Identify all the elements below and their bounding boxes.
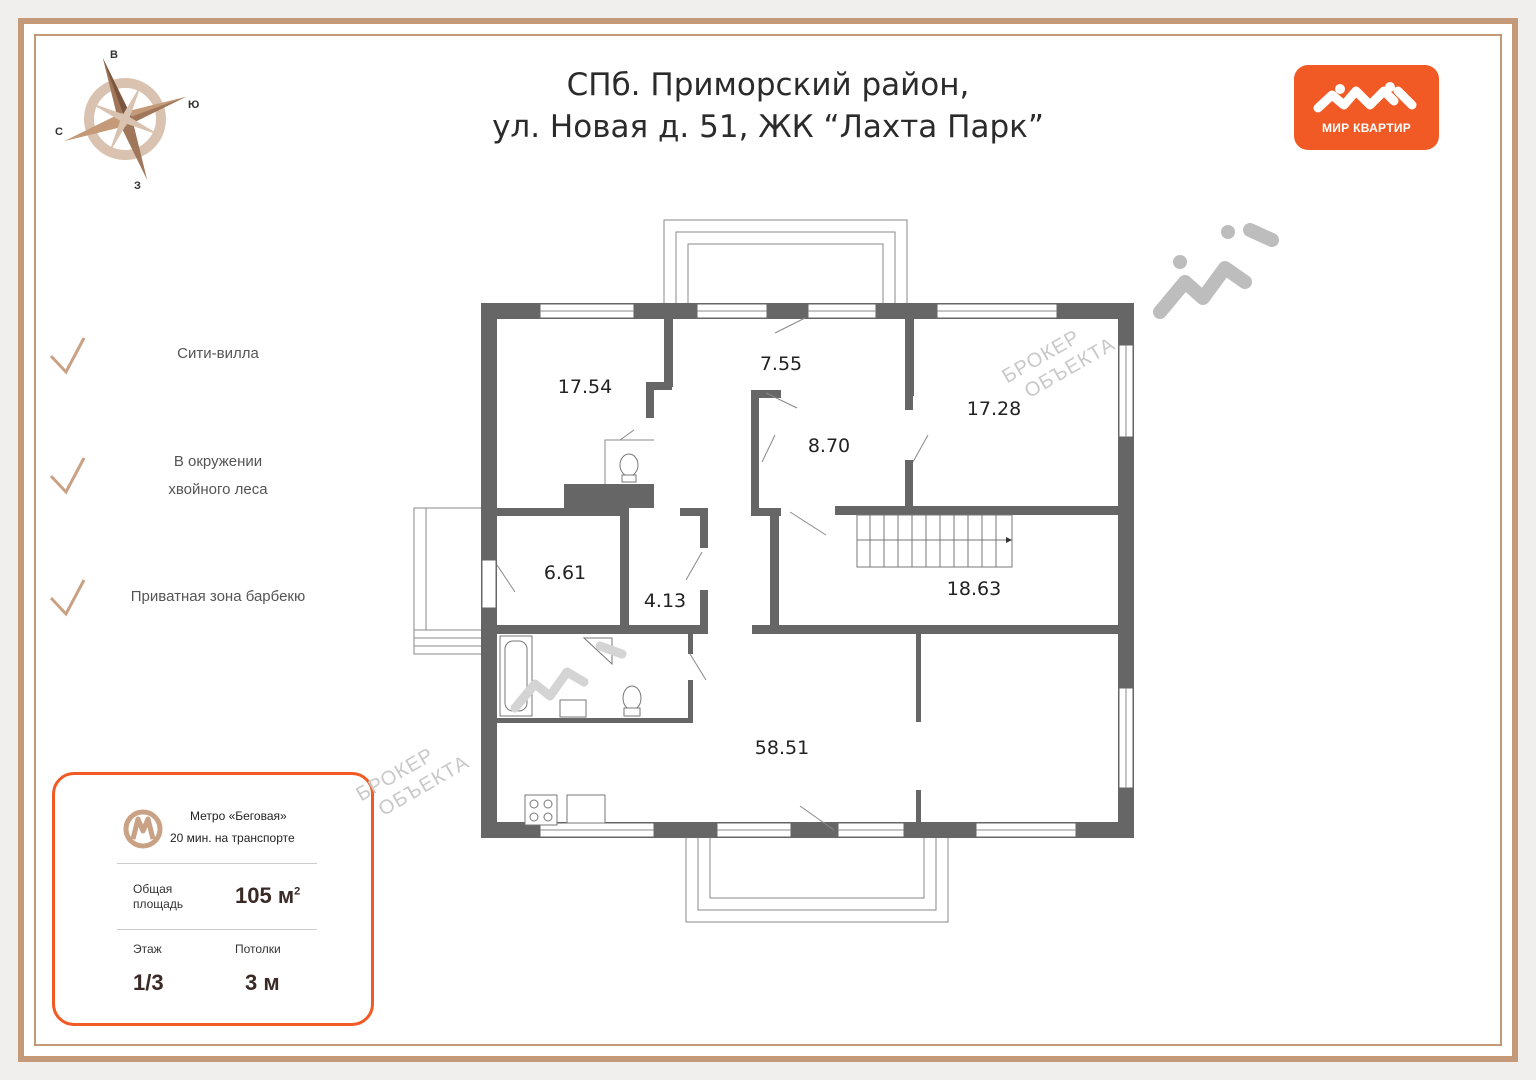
floor-value: 1/3 [133,970,164,995]
ceiling-value: 3 м [245,970,280,995]
area-label: Общая площадь [133,882,184,911]
room-area-label: 7.55 [759,353,803,375]
room-area-label: 17.28 [966,398,1022,420]
compass-rose: В Ю З С [50,44,220,194]
feature-text: хвойного леса [168,481,268,498]
metro-name: Метро «Беговая» [190,809,287,823]
floor-label: Этаж [133,942,162,956]
frame-border-line [34,34,1502,1046]
brand-logo: МИР КВАРТИР [1294,65,1439,150]
divider [117,929,317,930]
title-line-1: СПб. Приморский район, [566,67,970,103]
area-value: 105 м2 [235,883,301,908]
title-line-2: ул. Новая д. 51, ЖК “Лахта Парк” [492,109,1044,145]
divider [117,863,317,864]
checkmark-icon [49,579,86,617]
page-title: СПб. Приморский район, ул. Новая д. 51, … [468,64,1068,148]
logo-mark-icon [1313,82,1417,113]
room-area-label: 17.54 [557,376,613,398]
room-area-label: 8.70 [807,435,851,457]
info-card: Метро «Беговая» 20 мин. на транспорте Об… [52,772,374,1026]
room-area-label: 58.51 [754,737,810,759]
ceiling-label: Потолки [235,942,281,956]
room-area-label: 4.13 [643,590,687,612]
feature-text: Приватная зона барбекю [130,588,306,605]
feature-text: В окружении [173,453,263,470]
compass-icon [63,57,187,181]
feature-text: Сити-вилла [177,345,259,362]
metro-time: 20 мин. на транспорте [170,831,295,845]
checkmark-icon [49,337,86,375]
compass-south: З [134,180,141,192]
room-area-label: 6.61 [543,562,587,584]
checkmark-icon [49,457,86,495]
logo-text: МИР КВАРТИР [1321,121,1412,135]
compass-west: С [55,126,63,138]
metro-icon [123,809,163,849]
room-area-label: 18.63 [946,578,1002,600]
compass-north: В [110,49,118,61]
compass-east: Ю [188,99,200,111]
